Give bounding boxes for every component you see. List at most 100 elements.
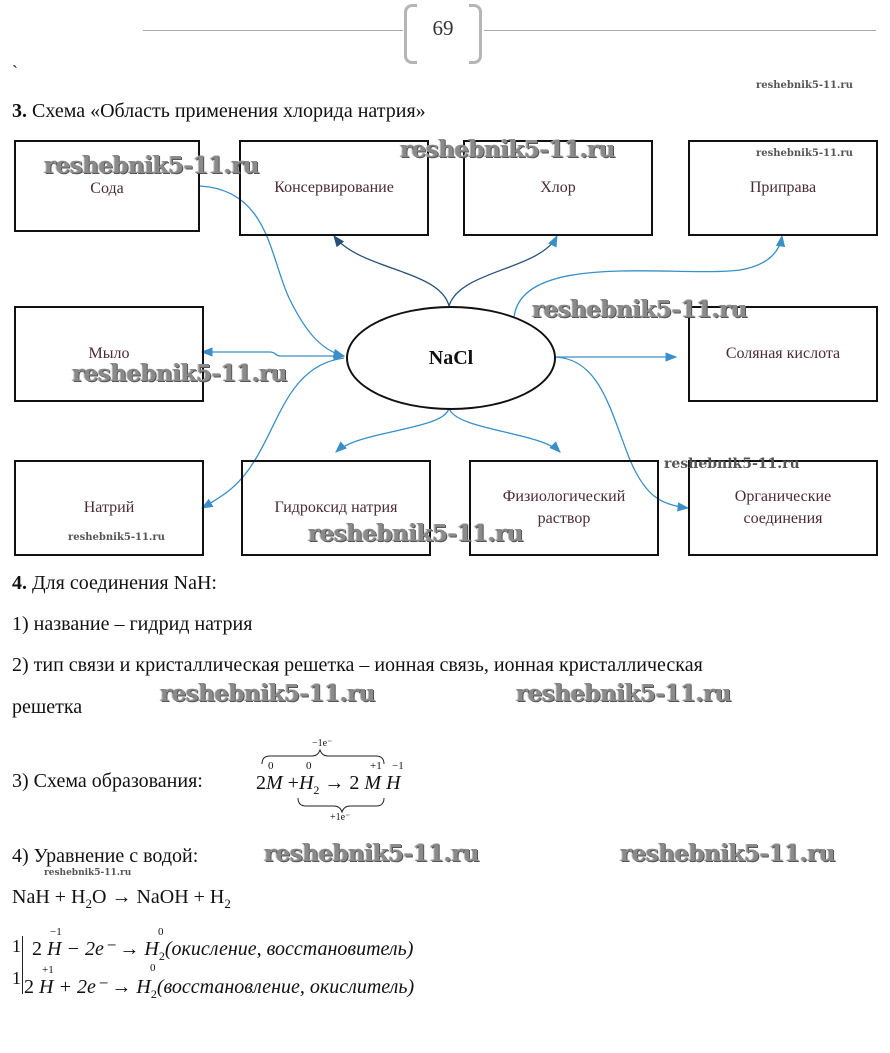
coefficient: 2: [32, 938, 42, 960]
species: H: [39, 976, 54, 998]
h-oxidation: −1: [392, 760, 404, 772]
watermark: reshebnik5-11.ru: [756, 80, 853, 91]
node-soap: Мыло: [14, 306, 204, 402]
watermark: reshebnik5-11.ru: [400, 136, 615, 163]
coefficient: 2: [24, 976, 34, 998]
watermark: reshebnik5-11.ru: [756, 148, 853, 159]
h2-oxidation: 0: [306, 760, 312, 772]
hydride-h: H: [386, 772, 401, 794]
arrow-nacl-to-preserving: [333, 235, 450, 307]
factor: 1: [12, 968, 21, 988]
equation-subscript-2: 2: [224, 896, 231, 911]
note: (окисление, восстановитель): [164, 938, 414, 960]
scheme-equation: 2M +H2 → 2 M H: [256, 772, 401, 798]
bottom-brace-label: +1e⁻: [330, 812, 351, 823]
page-number-frame: 69: [404, 4, 482, 64]
water-equation: NaH + H2O → NaOH + H2: [12, 886, 231, 912]
watermark: reshebnik5-11.ru: [160, 680, 375, 707]
arrow-nacl-to-soap: [200, 347, 346, 361]
node-chlorine: Хлор: [463, 140, 653, 236]
page-number: 69: [432, 16, 454, 40]
node-saline-line2: раствор: [537, 510, 591, 527]
watermark: reshebnik5-11.ru: [68, 532, 165, 543]
node-hydrochloric-acid: Соляная кислота: [688, 306, 878, 402]
watermark: reshebnik5-11.ru: [516, 680, 731, 707]
arrow-nacl-to-hydroxide: [335, 407, 450, 453]
formation-scheme: −1e⁻ +1e⁻ 0 0 +1 −1 2M +H2 → 2 M H: [246, 736, 426, 826]
factor-divider: [22, 936, 23, 994]
arrow-nacl-to-saline: [448, 407, 561, 453]
diagram-arrows: [199, 185, 786, 512]
node-organic-line2: соединения: [743, 510, 823, 527]
half-reaction-1: 1 −1 0 2 H − 2e⁻ → H2(окисление, восстан…: [12, 926, 472, 966]
product-subscript: 2: [150, 987, 157, 1001]
arrow: →: [324, 772, 345, 794]
watermark: reshebnik5-11.ru: [664, 456, 800, 472]
task4-item2-line2: решетка: [12, 696, 83, 718]
arrow-nacl-to-organic: [553, 356, 690, 512]
node-soda: Сода: [14, 140, 200, 232]
task4-intro: Для соединения NaH:: [32, 572, 217, 594]
h2-subscript: 2: [313, 783, 320, 797]
node-preserving: Консервирование: [239, 140, 429, 236]
m1-oxidation: 0: [268, 760, 274, 772]
product: H: [144, 938, 159, 960]
half-reactions: 1 −1 0 2 H − 2e⁻ → H2(окисление, восстан…: [12, 926, 472, 1006]
center-node-nacl: NaCl: [346, 306, 556, 410]
watermark: reshebnik5-11.ru: [308, 520, 523, 547]
node-sodium: Натрий: [14, 460, 204, 556]
factor: 1: [12, 936, 21, 956]
watermark: reshebnik5-11.ru: [44, 868, 132, 878]
watermark: reshebnik5-11.ru: [44, 152, 259, 179]
top-brace-label: −1e⁻: [312, 738, 333, 749]
half-reaction-2: 1 +1 0 2 H + 2e⁻ → H2(восстановление, ок…: [12, 962, 472, 1002]
bracket-right: [469, 4, 482, 64]
node-saline-line1: Физиологический: [502, 488, 626, 505]
node-saline: Физиологический раствор: [469, 460, 659, 556]
coef1: 2: [256, 772, 266, 794]
watermark: reshebnik5-11.ru: [264, 840, 479, 867]
header-rule-right: [484, 30, 876, 31]
arrow-nacl-to-sodium: [200, 357, 345, 509]
equation-part-2: O → NaOH + H: [92, 886, 225, 908]
task4-item4-label: 4) Уравнение с водой:: [12, 845, 199, 867]
watermark: reshebnik5-11.ru: [72, 360, 287, 387]
node-organic-line1: Органические: [734, 488, 832, 505]
task3-number: 3.: [12, 100, 27, 122]
metal-1: M: [266, 772, 283, 794]
product-oxidation: 0: [158, 926, 164, 938]
species-oxidation: +1: [42, 964, 54, 976]
m2-oxidation: +1: [370, 760, 382, 772]
bracket-left: [404, 4, 417, 64]
electrons: + 2e⁻: [58, 976, 107, 998]
note: (восстановление, окислитель): [156, 976, 415, 998]
plus: +: [287, 772, 299, 794]
metal-2: M: [364, 772, 382, 794]
hydrogen-molecule: H: [298, 772, 314, 794]
product-oxidation: 0: [150, 962, 156, 974]
header-rule-left: [143, 30, 403, 31]
task4-heading: 4. Для соединения NaH:: [12, 572, 217, 595]
scheme-braces: [261, 748, 385, 814]
task4-item2-line1: 2) тип связи и кристаллическая решетка –…: [12, 654, 703, 676]
arrow-nacl-to-chlorine: [448, 234, 558, 307]
task4-number: 4.: [12, 572, 27, 594]
node-sodium-hydroxide: Гидроксид натрия: [241, 460, 431, 556]
watermark: reshebnik5-11.ru: [532, 296, 747, 323]
node-organic: Органические соединения: [688, 460, 878, 556]
arrow: →: [111, 976, 132, 998]
equation-subscript-1: 2: [85, 896, 93, 911]
stray-mark: `: [12, 62, 18, 82]
task3-heading: 3. Схема «Область применения хлорида нат…: [12, 100, 426, 123]
node-seasoning: Приправа: [688, 140, 878, 236]
task3-title: Схема «Область применения хлорида натрия…: [32, 100, 426, 122]
coef2: 2: [349, 772, 360, 794]
species-oxidation: −1: [50, 926, 62, 938]
task4-item3-label: 3) Схема образования:: [12, 770, 203, 792]
equation-part-1: NaH + H: [12, 886, 86, 908]
product-subscript: 2: [158, 949, 165, 963]
task4-item1: 1) название – гидрид натрия: [12, 613, 253, 635]
product: H: [136, 976, 151, 998]
species: H: [47, 938, 62, 960]
arrow: →: [119, 938, 140, 960]
